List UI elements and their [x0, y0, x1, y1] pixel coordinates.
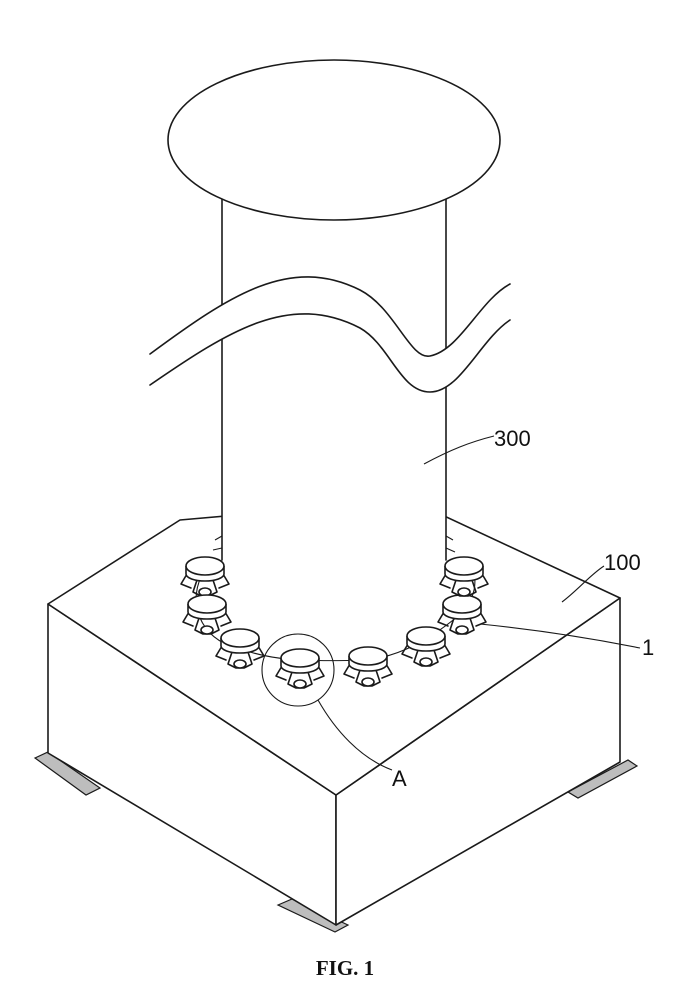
label-base: 100 [604, 550, 641, 575]
column-top-ellipse [168, 60, 500, 220]
label-detail: A [392, 766, 407, 791]
label-column: 300 [494, 426, 531, 451]
base-box [48, 500, 620, 925]
label-unit: 1 [642, 635, 654, 660]
figure-caption: FIG. 1 [316, 956, 374, 980]
